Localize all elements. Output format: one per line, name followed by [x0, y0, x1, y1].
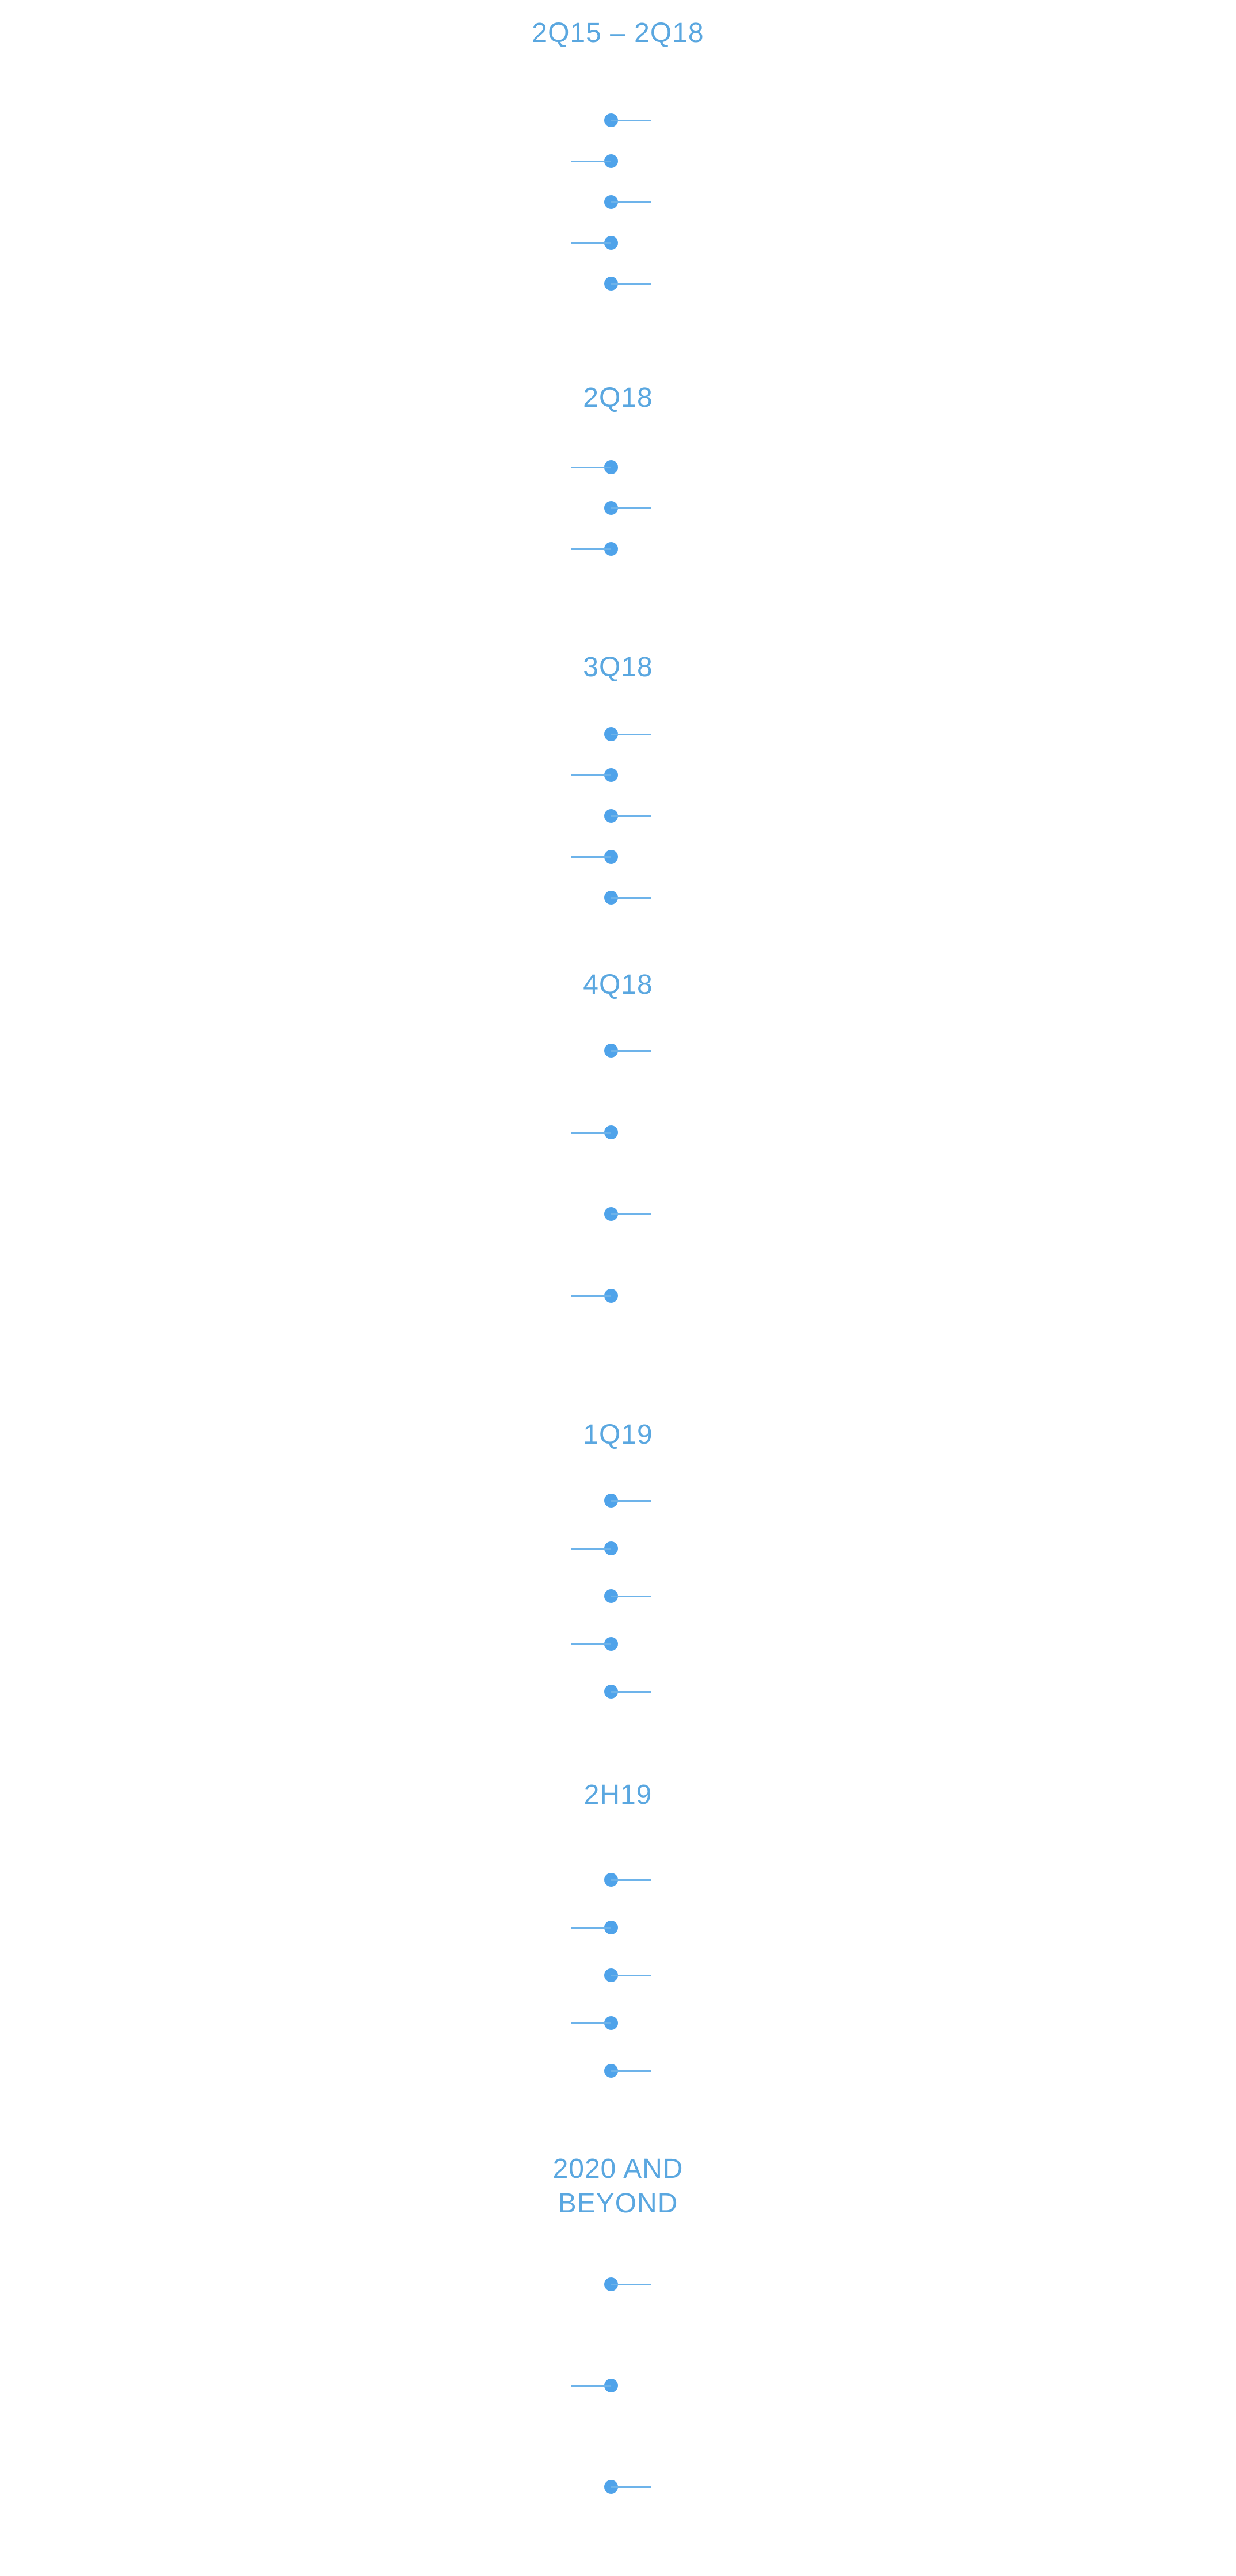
milestone-connector: [611, 283, 651, 285]
milestone-connector: [571, 548, 611, 550]
milestone-connector: [611, 1213, 651, 1215]
milestone-connector: [611, 201, 651, 203]
milestone-connector: [571, 2022, 611, 2024]
period-label: 2H19: [583, 1780, 653, 1810]
milestone-connector: [611, 119, 651, 121]
milestone-connector: [571, 856, 611, 858]
milestone-connector: [611, 2070, 651, 2072]
milestone-connector: [611, 1499, 651, 1502]
milestone-connector: [611, 733, 651, 735]
milestone-connector: [571, 160, 611, 162]
period-label-line: BEYOND: [558, 2188, 678, 2219]
milestone-connector: [611, 2486, 651, 2488]
milestone-connector: [571, 1295, 611, 1297]
milestone-connector: [571, 1131, 611, 1134]
period-label: 1Q19: [583, 1419, 653, 1450]
period-label: 2Q15 – 2Q18: [532, 18, 704, 48]
milestone-connector: [611, 507, 651, 509]
period-label: 3Q18: [583, 652, 653, 682]
period-label: 4Q18: [583, 970, 653, 1000]
milestone-connector: [611, 2283, 651, 2285]
milestone-connector: [571, 1643, 611, 1645]
milestone-connector: [611, 1690, 651, 1693]
period-label: 2Q18: [583, 383, 653, 413]
milestone-connector: [571, 1926, 611, 1929]
milestone-connector: [611, 896, 651, 899]
milestone-connector: [571, 242, 611, 244]
milestone-connector: [611, 1974, 651, 1976]
milestone-connector: [571, 1547, 611, 1550]
milestone-connector: [571, 774, 611, 776]
milestone-connector: [611, 815, 651, 817]
milestone-connector: [611, 1879, 651, 1881]
milestone-connector: [611, 1050, 651, 1052]
milestone-connector: [571, 466, 611, 468]
milestone-connector: [571, 2384, 611, 2387]
milestone-connector: [611, 1595, 651, 1597]
period-label-line: 2020 AND: [552, 2154, 684, 2184]
period-label: 2020 AND BEYOND: [445, 2152, 791, 2221]
